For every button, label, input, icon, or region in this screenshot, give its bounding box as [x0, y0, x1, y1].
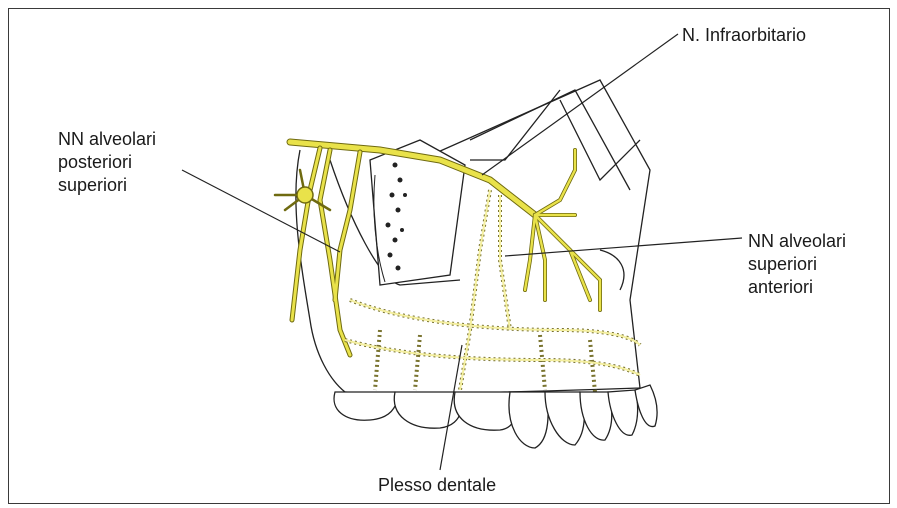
label-line: anteriori	[748, 276, 846, 299]
label-plesso-dentale: Plesso dentale	[378, 474, 496, 497]
label-infraorbitario: N. Infraorbitario	[682, 24, 806, 47]
teeth-row	[334, 385, 657, 448]
anterior-alveolar-nerves	[525, 150, 600, 310]
label-line: posteriori	[58, 151, 156, 174]
leader-posteriori	[182, 170, 340, 252]
label-line: NN alveolari	[58, 128, 156, 151]
posterior-alveolar-nerves	[275, 148, 360, 355]
leader-infraorbitario	[482, 34, 678, 175]
label-line: superiori	[58, 174, 156, 197]
label-line: superiori	[748, 253, 846, 276]
label-nn-alveolari-anteriori: NN alveolari superiori anteriori	[748, 230, 846, 299]
label-line: NN alveolari	[748, 230, 846, 253]
label-nn-alveolari-posteriori: NN alveolari posteriori superiori	[58, 128, 156, 197]
